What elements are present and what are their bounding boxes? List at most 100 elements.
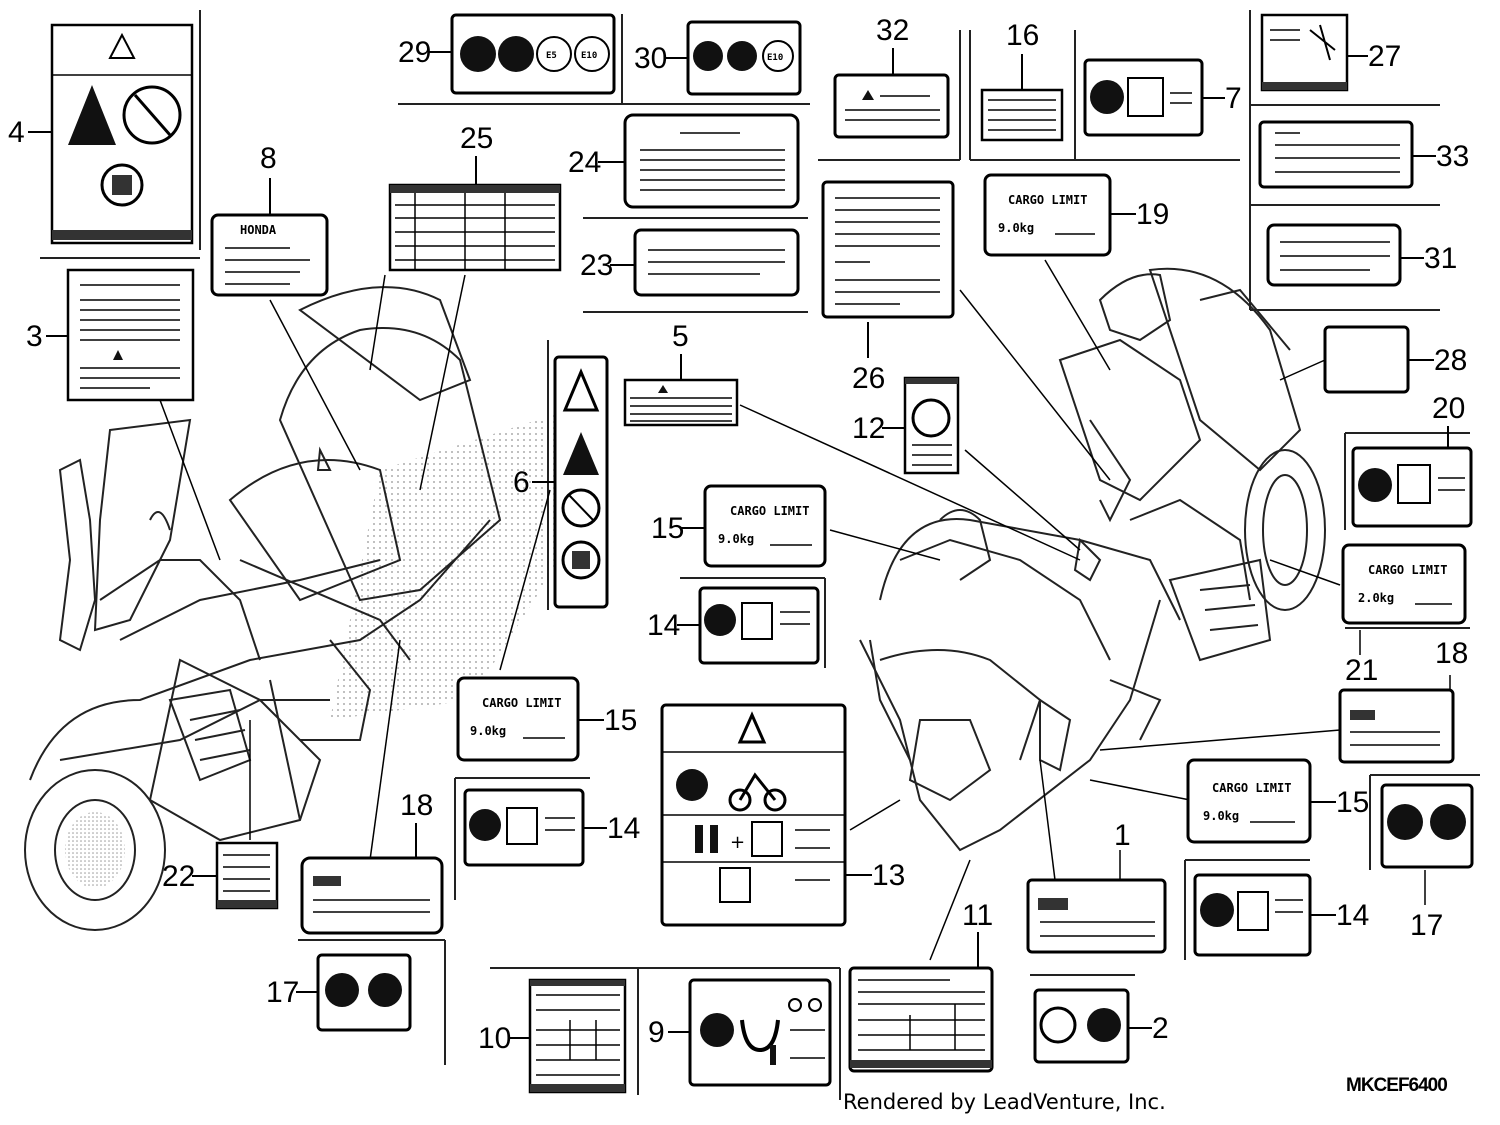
label-20 (1351, 446, 1473, 528)
label-19-value: 9.0kg (998, 221, 1034, 235)
svg-text:14: 14 (1336, 899, 1369, 932)
svg-text:17: 17 (1410, 909, 1443, 942)
svg-text:7: 7 (1225, 82, 1242, 115)
label-25 (388, 183, 562, 272)
label-8-brand: HONDA (240, 223, 277, 237)
label-8: HONDA (210, 213, 329, 297)
svg-text:30: 30 (634, 42, 667, 75)
callout-14-right: 14 (1310, 899, 1369, 932)
label-9 (688, 978, 832, 1087)
callout-14-center: 14 (647, 609, 700, 642)
svg-text:11: 11 (962, 899, 993, 932)
label-15-center: CARGO LIMIT 9.0kg (703, 484, 827, 568)
leader-lines (159, 259, 1451, 961)
callout-27: 27 (1347, 40, 1401, 73)
label-21: CARGO LIMIT 2.0kg (1341, 543, 1467, 625)
label-13: + (660, 703, 847, 927)
label-29: E5 E10 (450, 13, 616, 95)
svg-text:33: 33 (1436, 140, 1469, 173)
label-17-right (1380, 783, 1474, 869)
label-27 (1260, 13, 1349, 92)
callout-6: 6 (513, 466, 555, 499)
svg-text:2: 2 (1152, 1012, 1169, 1045)
label-18-right (1338, 688, 1455, 764)
label-24 (623, 113, 800, 209)
label-15-right: CARGO LIMIT 9.0kg (1186, 758, 1312, 844)
callout-18-right: 18 (1435, 637, 1468, 670)
svg-text:10: 10 (478, 1022, 511, 1055)
label-17-left (316, 953, 412, 1032)
callout-3: 3 (26, 320, 68, 353)
svg-text:13: 13 (872, 859, 905, 892)
callout-29: 29 (398, 36, 452, 69)
label-14-center (698, 586, 820, 665)
label-4 (50, 23, 194, 245)
label-12 (903, 376, 960, 475)
drawing-code: MKCEF6400 (1346, 1075, 1448, 1096)
callout-30: 30 (634, 42, 688, 75)
callout-19: 19 (1110, 198, 1169, 231)
callout-15-left: 15 (578, 704, 637, 737)
label-6 (553, 355, 609, 609)
label-15-left-value: 9.0kg (470, 724, 506, 738)
callout-2: 2 (1128, 1012, 1169, 1045)
label-22 (215, 841, 279, 910)
callout-7: 7 (1202, 82, 1242, 115)
callout-26: 26 (852, 322, 885, 395)
svg-text:15: 15 (651, 512, 684, 545)
label-26 (821, 180, 955, 319)
svg-text:23: 23 (580, 249, 613, 282)
svg-text:19: 19 (1136, 198, 1169, 231)
callout-23: 23 (580, 249, 635, 282)
svg-text:24: 24 (568, 146, 601, 179)
label-15-center-cargo-limit: CARGO LIMIT (730, 504, 809, 518)
callout-28: 28 (1408, 344, 1467, 377)
label-29-e5: E5 (546, 51, 557, 61)
svg-text:29: 29 (398, 36, 431, 69)
svg-text:21: 21 (1345, 654, 1378, 687)
svg-text:18: 18 (400, 789, 433, 822)
left-motorcycle (24, 286, 600, 931)
label-15-right-value: 9.0kg (1203, 809, 1239, 823)
label-7 (1083, 58, 1204, 137)
svg-text:22: 22 (162, 860, 195, 893)
label-31 (1266, 223, 1402, 287)
svg-text:17: 17 (266, 976, 299, 1009)
callout-13: 13 (845, 859, 905, 892)
callout-32: 32 (876, 14, 909, 75)
svg-text:27: 27 (1368, 40, 1401, 73)
label-21-value: 2.0kg (1358, 591, 1394, 605)
label-14-right (1193, 873, 1312, 957)
label-19-cargo-limit: CARGO LIMIT (1008, 193, 1087, 207)
label-19: CARGO LIMIT 9.0kg (983, 173, 1112, 257)
svg-text:26: 26 (852, 362, 885, 395)
callout-33: 33 (1412, 140, 1469, 173)
right-motorcycle (859, 267, 1326, 852)
callout-17-left: 17 (266, 976, 318, 1009)
svg-text:4: 4 (8, 116, 25, 149)
svg-text:14: 14 (647, 609, 680, 642)
svg-text:12: 12 (852, 412, 885, 445)
svg-text:15: 15 (1336, 786, 1369, 819)
callout-22: 22 (162, 860, 217, 893)
separator-lines (40, 10, 1480, 1100)
svg-text:20: 20 (1432, 392, 1465, 425)
callout-1: 1 (1114, 819, 1131, 852)
svg-text:16: 16 (1006, 19, 1039, 52)
callout-8: 8 (260, 142, 277, 215)
svg-text:5: 5 (672, 320, 689, 353)
label-30-e10: E10 (767, 53, 783, 63)
label-29-e10: E10 (581, 51, 597, 61)
label-15-right-cargo-limit: CARGO LIMIT (1212, 781, 1291, 795)
callout-11: 11 (962, 899, 993, 968)
svg-text:3: 3 (26, 320, 43, 353)
callout-12: 12 (852, 412, 905, 445)
label-23 (633, 228, 800, 297)
callout-15-center: 15 (651, 512, 705, 545)
callout-17-right: 17 (1410, 909, 1443, 942)
label-28 (1323, 325, 1410, 394)
callout-21: 21 (1345, 654, 1378, 687)
label-33 (1258, 120, 1414, 189)
svg-text:1: 1 (1114, 819, 1131, 852)
